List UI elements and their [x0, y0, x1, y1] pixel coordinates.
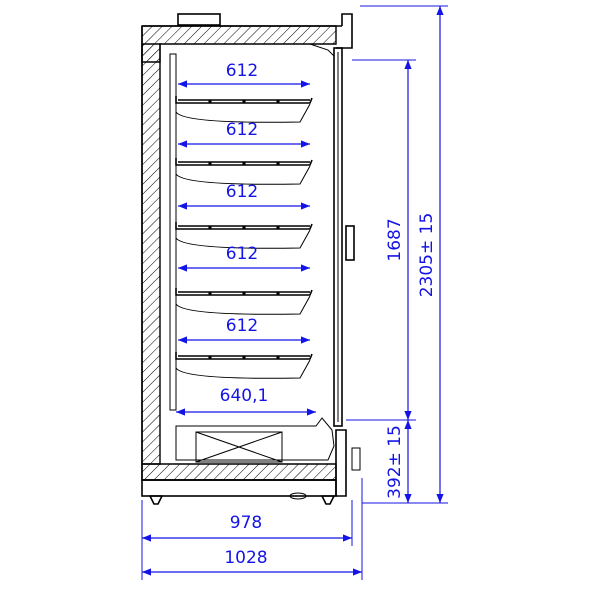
shelf-rivet-4-1	[208, 291, 212, 296]
shelf-2	[175, 158, 313, 185]
shelf-rivet-5-1	[208, 355, 212, 360]
back-panel	[169, 53, 177, 411]
shelf-rivet-2-2	[242, 161, 246, 166]
door-handle	[345, 225, 355, 261]
foot-right	[320, 495, 336, 505]
shelf-rivet-4-2	[242, 291, 246, 296]
shelf-rivet-4-3	[276, 291, 280, 296]
overall-width-dimension: 1028	[142, 548, 362, 576]
shelf-rivet-2-1	[208, 161, 212, 166]
base-height-dimension: 392± 15	[385, 420, 412, 503]
display-height-dimension: 1687	[385, 60, 412, 420]
shelf-4	[175, 288, 313, 315]
shelf-width-label-4: 612	[226, 244, 258, 264]
caster	[289, 492, 307, 500]
shelf-rivet-3-1	[208, 225, 212, 230]
shelf-rivet-5-2	[242, 355, 246, 360]
top-insulation	[141, 25, 337, 63]
shelf-1	[175, 96, 313, 123]
display-height-label: 1687	[385, 218, 405, 261]
shelf-dimension-5: 612	[178, 316, 310, 344]
shelf-rivet-3-2	[242, 225, 246, 230]
height-dimensions: 1687 2305± 15 392± 15	[346, 5, 448, 504]
shelf-dimension-2: 612	[178, 120, 310, 148]
cabinet-body	[141, 13, 361, 505]
overall-height-label: 2305± 15	[417, 213, 437, 298]
shelf-rivet-1-1	[208, 99, 212, 104]
shelf-5	[175, 352, 313, 379]
top-unit	[177, 13, 221, 26]
base-frame	[141, 479, 337, 497]
shelf-width-label-5: 612	[226, 316, 258, 336]
shelf-width-label-1: 612	[226, 61, 258, 81]
front-lower-panel	[335, 429, 347, 497]
shelf-bracket-4	[175, 295, 311, 315]
back-insulation	[141, 43, 161, 465]
width-dimensions: 978 1028	[141, 478, 363, 580]
door-frame	[333, 47, 343, 427]
overall-height-dimension: 2305± 15	[417, 6, 444, 503]
shelf-width-label-2: 612	[226, 120, 258, 140]
shelf-rivet-1-3	[276, 99, 280, 104]
lower-compartment	[175, 417, 335, 461]
shelf-rivet-2-3	[276, 161, 280, 166]
shelf-dimensions: 612 612 612 612 612 640,1	[176, 61, 316, 416]
shelf-dimension-1: 612	[178, 61, 310, 88]
bottom-insulation	[141, 463, 337, 481]
shelf-dimension-3: 612	[178, 182, 310, 210]
evaporator-cross-2	[195, 431, 283, 463]
shelf-rivet-5-3	[276, 355, 280, 360]
shelf-rivet-3-3	[276, 225, 280, 230]
shelf-dimension-4: 612	[178, 244, 310, 272]
foot-left	[148, 495, 164, 505]
shelf-bracket-3	[175, 229, 311, 249]
shelf-bracket-5	[175, 359, 311, 379]
shelves	[175, 96, 313, 379]
overall-width-label: 1028	[224, 548, 267, 568]
base-height-label: 392± 15	[385, 425, 405, 499]
evaporator	[195, 431, 283, 463]
inner-width-dimension: 978	[142, 513, 352, 542]
shelf-3	[175, 222, 313, 249]
shelf-width-label-3: 612	[226, 182, 258, 202]
inner-width-label: 978	[230, 513, 262, 533]
base-deck-dimension: 640,1	[176, 386, 316, 416]
canopy	[309, 43, 335, 57]
shelf-bracket-1	[175, 103, 311, 123]
shelf-rivet-1-2	[242, 99, 246, 104]
base-deck-width-label: 640,1	[220, 386, 269, 406]
shelf-bracket-2	[175, 165, 311, 185]
top-front-profile	[336, 13, 353, 49]
front-lower-detail	[351, 447, 361, 471]
